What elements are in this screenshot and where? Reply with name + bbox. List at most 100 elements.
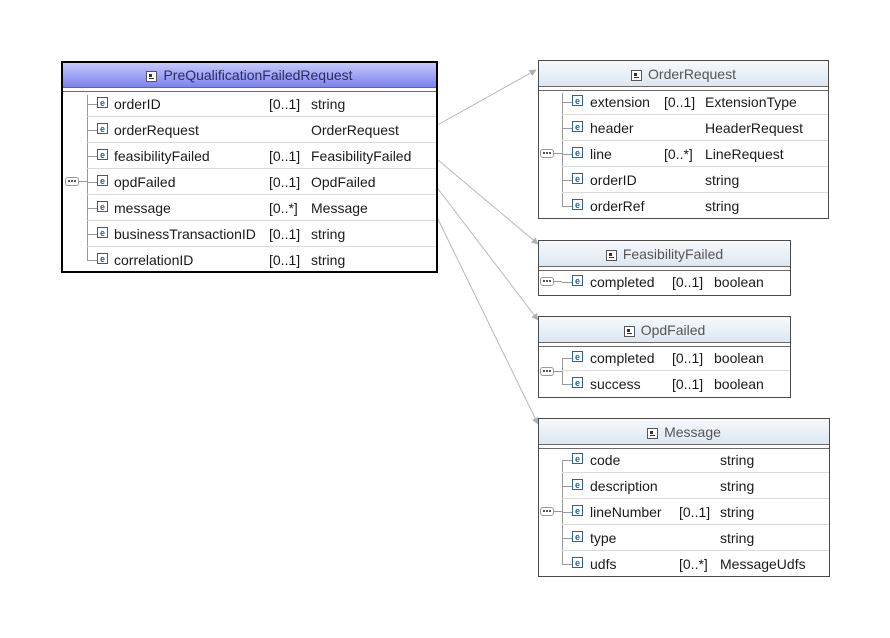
element-name: success [590,376,641,392]
element-type: string [311,96,346,112]
element-name: lineNumber [590,504,662,520]
element-icon: e [572,95,583,106]
type-box-title: OrderRequest [648,66,736,82]
element-type: OpdFailed [311,174,376,190]
sequence-icon[interactable] [65,177,79,186]
element-name: description [590,478,658,494]
element-cardinality: [0..1] [672,274,704,290]
sequence-icon[interactable] [540,507,554,516]
element-type: string [311,226,346,242]
element-type: LineRequest [705,146,784,162]
element-icon: e [572,147,583,158]
element-icon: e [572,173,583,184]
element-cardinality: [0..1] [672,376,704,392]
complex-type-icon [647,428,659,439]
element-type: MessageUdfs [720,556,806,572]
element-icon: e [572,531,583,542]
complex-type-icon [605,250,617,261]
element-name: businessTransactionID [114,226,256,242]
element-icon: e [572,505,583,516]
element-icon: e [97,201,108,212]
element-row[interactable]: e orderID [0..1] string [87,91,436,117]
complex-type-icon [623,326,635,337]
element-cardinality: [0..1] [664,94,696,110]
type-box-title: PreQualificationFailedRequest [163,67,353,83]
type-box-title: Message [664,424,721,440]
element-name: udfs [590,556,617,572]
connector-orderrequest [431,69,537,129]
element-cardinality: [0..1] [672,350,704,366]
element-cardinality: [0..1] [269,226,301,242]
element-icon: e [572,377,583,388]
element-type: boolean [714,376,764,392]
type-box-header[interactable]: OpdFailed [539,317,790,343]
complex-type-icon [146,71,158,82]
element-row[interactable]: e opdFailed [0..1] OpdFailed [87,169,436,195]
type-box-header[interactable]: Message [539,419,829,445]
element-name: code [590,452,621,468]
element-type: string [720,530,755,546]
element-row[interactable]: e businessTransactionID [0..1] string [87,221,436,247]
type-box-header[interactable]: FeasibilityFailed [539,241,790,267]
complex-type-icon [631,70,643,81]
element-icon: e [97,97,108,108]
element-cardinality: [0..1] [269,174,301,190]
type-box-title: OpdFailed [640,322,706,338]
element-type: string [311,252,346,268]
sequence-icon[interactable] [540,367,554,376]
element-icon: e [97,175,108,186]
element-type: boolean [714,350,764,366]
sequence-icon[interactable] [540,149,554,158]
element-name: line [590,146,612,162]
type-box-prequalificationfailedrequest[interactable]: PreQualificationFailedRequest e orderID [0… [61,61,438,273]
element-icon: e [572,453,583,464]
type-box-header[interactable]: OrderRequest [539,61,828,87]
element-name: orderID [114,96,161,112]
element-icon: e [97,227,108,238]
element-cardinality: [0..1] [269,96,301,112]
element-icon: e [572,557,583,568]
element-name: orderID [590,172,637,188]
element-name: header [590,120,634,136]
element-row[interactable]: e orderID string [562,167,828,193]
element-name: feasibilityFailed [114,148,210,164]
element-cardinality: [0..*] [679,556,708,572]
element-cardinality: [0..1] [269,148,301,164]
sequence-icon[interactable] [540,277,554,286]
element-name: type [590,530,617,546]
element-name: message [114,200,171,216]
element-icon: e [572,275,583,286]
element-icon: e [572,351,583,362]
element-type: string [720,452,755,468]
element-row[interactable]: e success [0..1] boolean [562,371,790,397]
element-type: string [705,172,740,188]
element-name: opdFailed [114,174,176,190]
element-cardinality: [0..1] [269,252,301,268]
connector-message [431,206,539,425]
element-icon: e [572,199,583,210]
type-box-header[interactable]: PreQualificationFailedRequest [63,63,436,88]
element-cardinality: [0..*] [664,146,693,162]
element-icon: e [572,121,583,132]
element-icon: e [97,149,108,160]
